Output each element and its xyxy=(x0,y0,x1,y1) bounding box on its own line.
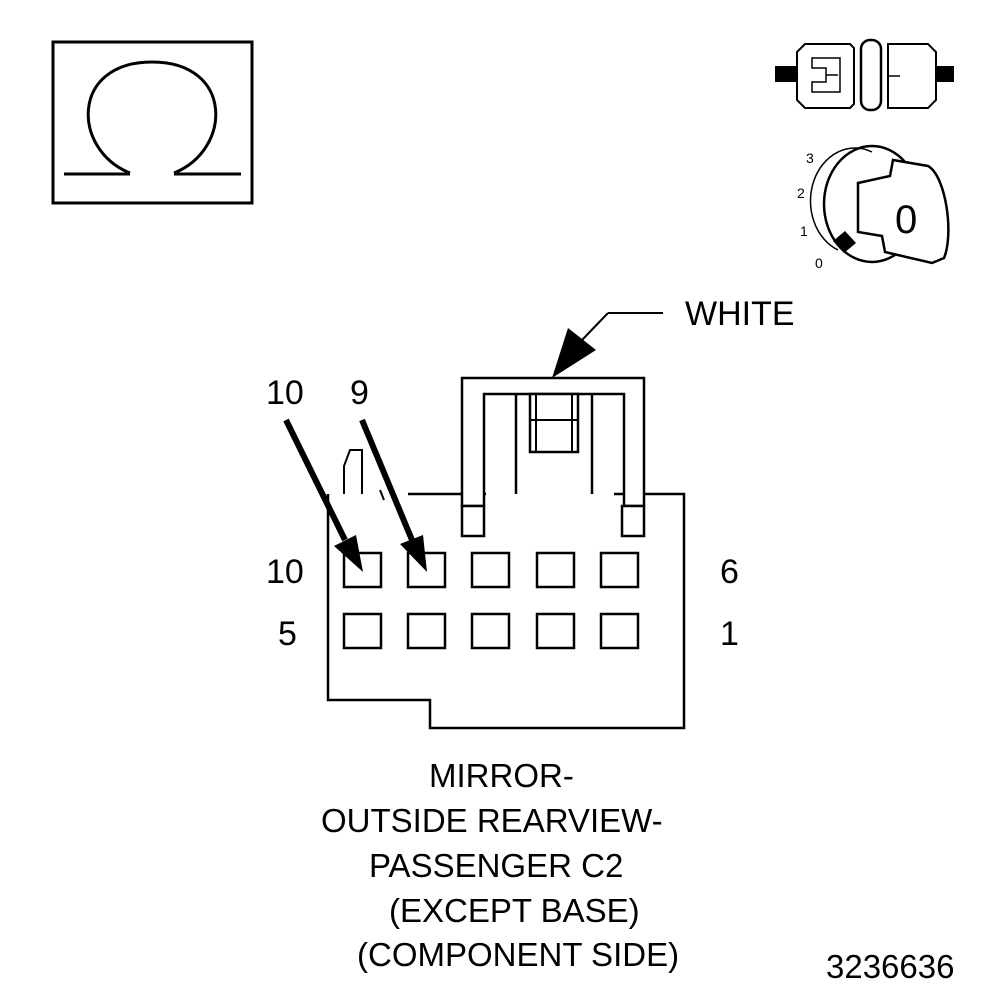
connector-color-callout: WHITE xyxy=(552,295,795,378)
cavity-7 xyxy=(535,551,576,589)
cavity-3 xyxy=(470,612,511,650)
cavity-8 xyxy=(470,551,511,589)
ignition-position-1: 1 xyxy=(800,223,808,239)
cavity-2 xyxy=(535,612,576,650)
row-label-bottom-left: 5 xyxy=(278,615,297,653)
figure-number: 3236636 xyxy=(826,948,954,985)
pin-pointer-10: 10 xyxy=(266,374,363,572)
connector-color-label: WHITE xyxy=(685,295,795,333)
ignition-position-2: 2 xyxy=(797,185,805,201)
pin-pointer-9: 9 xyxy=(350,374,427,572)
caption-line-5: (COMPONENT SIDE) xyxy=(357,936,679,973)
ignition-key-label: 0 xyxy=(895,198,917,242)
cavity-6 xyxy=(599,551,640,589)
cavity-4 xyxy=(406,612,447,650)
pin-cavities xyxy=(342,551,640,650)
connector-caption: MIRROR- OUTSIDE REARVIEW- PASSENGER C2 (… xyxy=(321,757,679,973)
ignition-position-3: 3 xyxy=(806,150,814,166)
row-label-top-left: 10 xyxy=(266,553,304,591)
pointer-label-9: 9 xyxy=(350,374,369,412)
cavity-1 xyxy=(599,612,640,650)
caption-line-4: (EXCEPT BASE) xyxy=(389,892,640,929)
ohm-symbol-icon xyxy=(51,40,254,205)
row-label-top-right: 6 xyxy=(720,553,739,591)
caption-line-2: OUTSIDE REARVIEW- xyxy=(321,802,663,839)
connector-housing xyxy=(326,376,686,730)
pointer-label-10: 10 xyxy=(266,374,304,412)
cavity-5 xyxy=(342,612,383,650)
caption-line-3: PASSENGER C2 xyxy=(369,847,623,884)
ignition-position-0: 0 xyxy=(815,255,823,271)
caption-line-1: MIRROR- xyxy=(429,757,574,794)
ignition-key-off-icon: 3 2 1 0 0 xyxy=(797,144,950,271)
callout-arrowhead xyxy=(552,328,596,378)
disconnected-connector-icon xyxy=(775,38,954,112)
row-label-bottom-right: 1 xyxy=(720,615,739,653)
